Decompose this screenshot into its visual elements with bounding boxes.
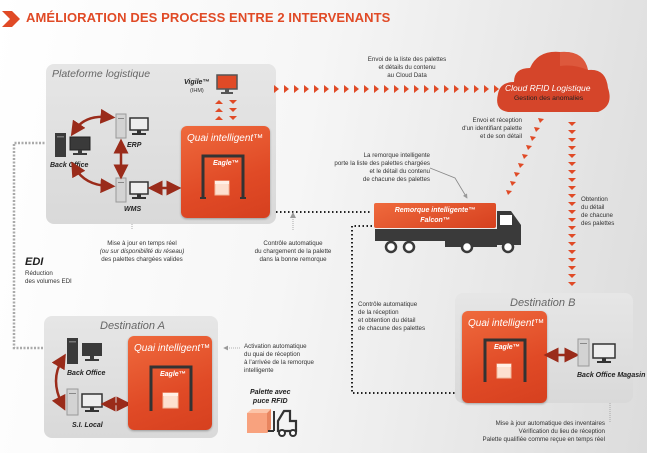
plateforme-title: Plateforme logistique xyxy=(52,68,151,80)
destination-b-title: Destination B xyxy=(510,297,576,309)
back-office-magasin-label: Back Office Magasin xyxy=(577,372,646,379)
si-local-label: S.I. Local xyxy=(72,422,103,429)
cloud-upload-arrows xyxy=(274,85,499,93)
destination-a-back-office-label: Back Office xyxy=(67,370,106,377)
quai-plateforme-title: Quai intelligent™ xyxy=(187,133,264,144)
destination-a-eagle-gate-icon xyxy=(149,365,193,411)
vigile-sub: (IHM) xyxy=(190,88,204,94)
destination-a-title: Destination A xyxy=(100,320,166,332)
forklift-palette-icon xyxy=(247,409,298,437)
cloud-title: Cloud RFID Logistique xyxy=(505,83,591,93)
vigile-label: Vigile™ xyxy=(184,79,210,86)
destination-a-back-office-icon[interactable] xyxy=(66,337,106,367)
erp-label: ERP xyxy=(127,142,142,149)
erp-computer-icon[interactable] xyxy=(115,113,151,139)
note-mise-a-jour: Mise à jour en temps réel(ou sur disponi… xyxy=(99,240,185,263)
back-office-label: Back Office xyxy=(50,162,89,169)
eagle-gate-icon xyxy=(200,154,246,199)
cloud-subtitle: Gestion des anomalies xyxy=(514,95,584,102)
remorque-intelligente-trailer[interactable] xyxy=(374,203,496,228)
truck-icon[interactable] xyxy=(375,203,525,258)
back-office-computer-icon[interactable] xyxy=(54,132,94,158)
quai-destination-a-title: Quai intelligent™ xyxy=(134,343,211,354)
wms-label: WMS xyxy=(124,206,142,213)
title-chevron-icon xyxy=(2,11,20,27)
eagle-label: Eagle™ xyxy=(213,160,239,167)
cloud-destination-b-arrows xyxy=(568,122,576,286)
destination-a-eagle-label: Eagle™ xyxy=(160,371,186,378)
quai-intelligent-destination-b[interactable] xyxy=(462,311,547,403)
vigile-monitor-icon[interactable] xyxy=(216,74,238,96)
edi-title: EDI xyxy=(25,256,44,268)
back-office-magasin-computer-icon[interactable] xyxy=(577,338,619,368)
edi-connector xyxy=(12,141,62,350)
destination-b-eagle-gate-icon xyxy=(483,338,527,382)
quai-intelligent-destination-a[interactable] xyxy=(128,336,212,430)
si-local-computer-icon[interactable] xyxy=(66,388,106,418)
quai-intelligent-plateforme[interactable] xyxy=(181,126,270,218)
wms-computer-icon[interactable] xyxy=(115,177,151,203)
vigile-sync-arrows xyxy=(215,100,237,120)
quai-destination-b-title: Quai intelligent™ xyxy=(468,318,545,329)
destination-b-eagle-label: Eagle™ xyxy=(494,344,520,351)
page-title: AMÉLIORATION DES PROCESS ENTRE 2 INTERVE… xyxy=(26,10,391,25)
cloud-truck-sync-arrows xyxy=(506,118,544,195)
cloud-rfid-icon[interactable] xyxy=(494,42,614,122)
